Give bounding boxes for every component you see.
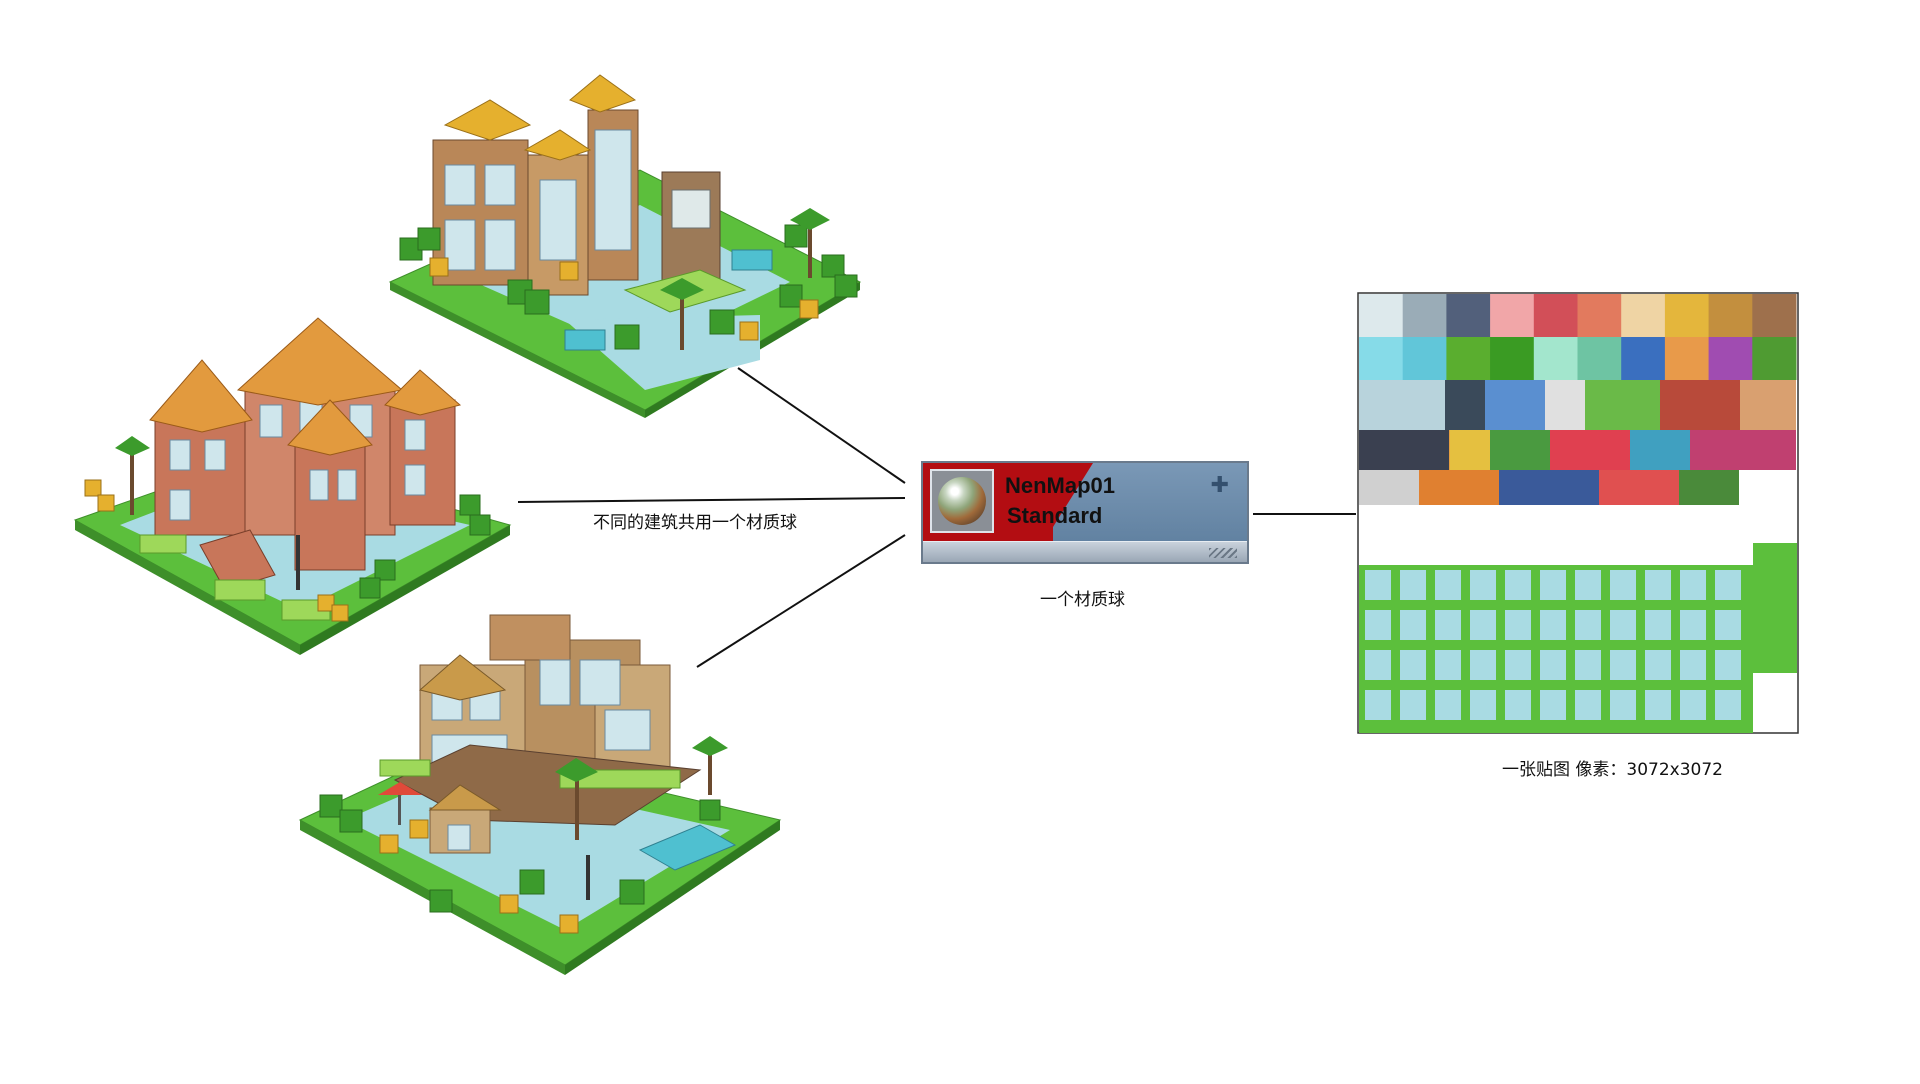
floor-tile: [1435, 650, 1461, 680]
floor-tile: [1610, 650, 1636, 680]
floor-tile: [1540, 650, 1566, 680]
floor-tile: [1400, 570, 1426, 600]
connector-line-middle: [517, 497, 906, 503]
texture-swatch: [1359, 294, 1404, 337]
building-top-illustration: [388, 74, 862, 418]
texture-swatch: [1402, 294, 1447, 337]
texture-swatch: [1708, 337, 1753, 380]
floor-tile: [1365, 690, 1391, 720]
floor-tile: [1505, 650, 1531, 680]
floor-tile: [1400, 610, 1426, 640]
floor-tile: [1365, 610, 1391, 640]
floor-tile: [1645, 570, 1671, 600]
connector-line-bottom: [696, 534, 906, 668]
texture-palette-row-1: [1359, 294, 1797, 337]
floor-tile: [1505, 690, 1531, 720]
one-material-label: 一个材质球: [1040, 590, 1125, 610]
texture-swatch: [1621, 337, 1666, 380]
texture-swatch: [1402, 337, 1447, 380]
floor-tile: [1575, 570, 1601, 600]
texture-swatch: [1621, 294, 1666, 337]
one-texture-label: 一张贴图 像素：3072x3072: [1502, 760, 1723, 780]
floor-tile: [1505, 610, 1531, 640]
floor-tile: [1680, 650, 1706, 680]
floor-tile: [1400, 690, 1426, 720]
floor-tile: [1540, 690, 1566, 720]
building-bottom-illustration: [298, 614, 782, 975]
floor-tile: [1400, 650, 1426, 680]
texture-swatch: [1533, 294, 1578, 337]
connector-line-top: [737, 367, 906, 484]
floor-tile: [1715, 650, 1741, 680]
floor-tile: [1575, 610, 1601, 640]
floor-tile: [1645, 650, 1671, 680]
floor-tile: [1575, 650, 1601, 680]
floor-tile: [1610, 570, 1636, 600]
texture-ui-tiles: [1359, 380, 1796, 505]
texture-swatch: [1664, 337, 1710, 380]
texture-swatch: [1752, 337, 1797, 380]
floor-tile: [1470, 570, 1496, 600]
material-slot-red-diagonal: [1043, 463, 1093, 543]
shared-material-label: 不同的建筑共用一个材质球: [593, 513, 797, 533]
texture-swatch: [1359, 337, 1404, 380]
texture-palette-row-2: [1359, 337, 1797, 380]
material-slot-footer: [923, 541, 1247, 562]
material-slot[interactable]: NenMap01 Standard ✚: [921, 461, 1249, 564]
material-preview-frame[interactable]: [930, 469, 994, 533]
floor-tile: [1715, 690, 1741, 720]
texture-swatch: [1446, 337, 1491, 380]
floor-tile: [1365, 570, 1391, 600]
floor-tile: [1715, 570, 1741, 600]
floor-tile: [1435, 690, 1461, 720]
floor-tile: [1610, 690, 1636, 720]
plus-icon[interactable]: ✚: [1210, 473, 1229, 498]
texture-swatch: [1533, 337, 1578, 380]
texture-floor-tiles: [1359, 543, 1797, 733]
floor-tile: [1470, 650, 1496, 680]
floor-tile: [1645, 610, 1671, 640]
texture-swatch: [1577, 294, 1622, 337]
floor-tile: [1610, 610, 1636, 640]
floor-tile: [1680, 570, 1706, 600]
texture-swatch: [1446, 294, 1491, 337]
texture-swatch: [1490, 337, 1535, 380]
floor-tile: [1435, 610, 1461, 640]
building-left-illustration: [73, 317, 512, 655]
floor-tile: [1470, 610, 1496, 640]
floor-tile: [1435, 570, 1461, 600]
texture-swatch: [1752, 294, 1797, 337]
texture-atlas: [1357, 292, 1799, 734]
floor-tile: [1645, 690, 1671, 720]
floor-tile: [1680, 610, 1706, 640]
material-type: Standard: [1007, 503, 1103, 528]
texture-swatch: [1490, 294, 1535, 337]
floor-tile: [1680, 690, 1706, 720]
floor-tile: [1575, 690, 1601, 720]
texture-swatch: [1664, 294, 1710, 337]
floor-tile: [1540, 610, 1566, 640]
texture-swatch: [1708, 294, 1753, 337]
floor-tile: [1715, 610, 1741, 640]
floor-tile: [1470, 690, 1496, 720]
floor-tile: [1505, 570, 1531, 600]
texture-swatch: [1577, 337, 1622, 380]
floor-tile: [1540, 570, 1566, 600]
floor-tile: [1365, 650, 1391, 680]
material-name: NenMap01: [1005, 473, 1116, 498]
material-sphere-icon: [938, 477, 986, 525]
resize-grip-icon[interactable]: [1209, 548, 1237, 558]
